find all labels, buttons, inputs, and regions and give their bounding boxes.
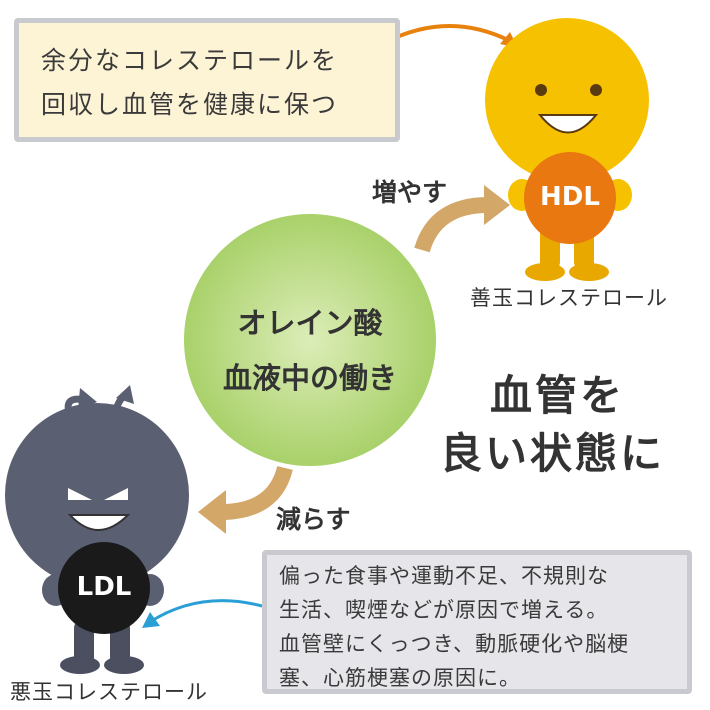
hdl-ball-label: HDL — [540, 182, 600, 212]
hdl-character — [485, 18, 649, 281]
headline-line-2: 良い状態に — [440, 429, 666, 478]
ldl-caption: 悪玉コレステロール — [10, 680, 208, 704]
note-line: 塞、心筋梗塞の原因に。 — [279, 666, 521, 690]
oleic-acid-circle — [184, 214, 436, 466]
ldl-character — [5, 385, 189, 674]
center-line-1: オレイン酸 — [237, 306, 383, 340]
increase-arrow — [414, 185, 510, 253]
center-line-2: 血液中の働き — [222, 361, 397, 395]
note-line: 血管壁にくっつき、動脈硬化や脳梗 — [279, 632, 630, 656]
ldl-ball-label: LDL — [76, 572, 132, 602]
note-line: 偏った食事や運動不足、不規則な — [279, 564, 609, 588]
decrease-arrow — [198, 465, 293, 534]
note-line: 余分なコレステロールを — [41, 46, 339, 75]
note-line: 生活、喫煙などが原因で増える。 — [279, 598, 609, 622]
orange-arrow — [385, 24, 518, 48]
headline-line-1: 血管を — [490, 371, 626, 420]
decrease-label: 減らす — [276, 505, 351, 534]
hdl-description-note: 余分なコレステロールを 回収し血管を健康に保つ — [14, 18, 400, 142]
ldl-description-note: 偏った食事や運動不足、不規則な 生活、喫煙などが原因で増える。 血管壁にくっつき… — [262, 550, 692, 694]
note-line: 回収し血管を健康に保つ — [41, 90, 339, 119]
increase-label: 増やす — [372, 178, 448, 207]
hdl-caption: 善玉コレステロール — [470, 286, 668, 310]
blue-arrow — [142, 599, 263, 628]
